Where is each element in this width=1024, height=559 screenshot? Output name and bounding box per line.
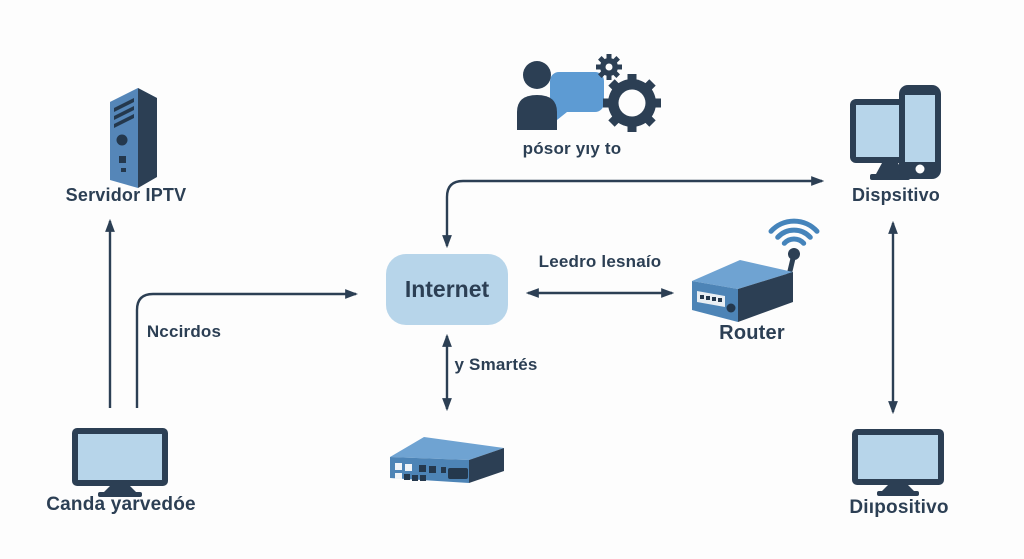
server-tower-icon	[110, 88, 157, 188]
large-gear-icon	[603, 74, 661, 132]
set-top-box-icon	[390, 437, 504, 483]
chat-bubble-icon	[550, 72, 604, 112]
device-top-label: Dispsitivo	[851, 185, 941, 205]
edge-internet-to-device-top	[442, 176, 825, 249]
monitor-icon	[852, 429, 944, 496]
small-gear-icon	[596, 54, 622, 80]
device-bottom-label: Diıpositivo	[849, 497, 949, 518]
tv-internet-edge-label: Nccirdos	[146, 322, 222, 341]
server-label: Servidor IPTV	[65, 185, 187, 205]
internet-stb-edge-label: y Smartés	[454, 355, 538, 374]
wifi-waves-icon	[768, 218, 820, 246]
router-label: Router	[719, 322, 785, 344]
monitor-icon	[72, 428, 168, 497]
wifi-router-icon	[692, 218, 820, 322]
internet-node: Internet	[386, 254, 508, 325]
user-settings-label: pósor yıy to	[522, 139, 622, 158]
tv-label: Canda yarvedóe	[46, 494, 196, 515]
edge-tv-to-internet	[135, 289, 359, 408]
monitor-phone-icon	[850, 85, 941, 180]
internet-router-edge-label: Leedro lesnaío	[538, 252, 662, 271]
user-chat-gears-icon	[517, 54, 661, 132]
person-icon	[517, 61, 557, 130]
